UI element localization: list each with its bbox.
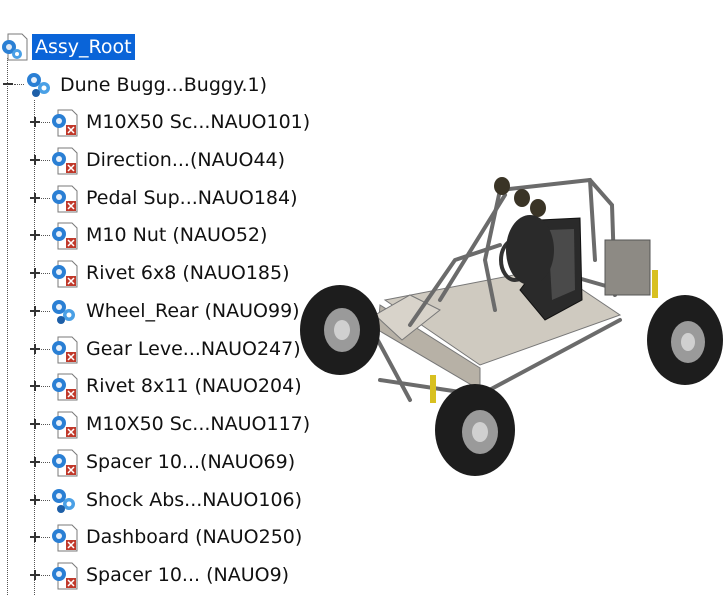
expand-toggle[interactable] <box>29 456 41 468</box>
expand-toggle[interactable] <box>29 116 41 128</box>
tree-connector-main <box>7 58 8 595</box>
part-icon <box>52 411 78 439</box>
wheel-front-right <box>435 384 515 476</box>
tree-item-label[interactable]: Spacer 10...(NAUO69) <box>86 451 296 473</box>
tree-branch <box>14 84 24 85</box>
wheel-rear-right <box>647 295 723 385</box>
tree-item-label[interactable]: Shock Abs...NAUO106) <box>86 489 303 511</box>
assembly-root-icon[interactable] <box>0 32 30 62</box>
tree-item-label[interactable]: M10 Nut (NAUO52) <box>86 224 268 246</box>
expand-toggle[interactable] <box>29 305 41 317</box>
product-icon <box>52 489 75 513</box>
part-icon <box>52 373 78 401</box>
tree-item-label[interactable]: Wheel_Rear (NAUO99) <box>86 300 300 322</box>
assembly-node-label[interactable]: Dune Bugg...Buggy.1) <box>60 74 268 96</box>
expand-toggle[interactable] <box>29 229 41 241</box>
wheel-rear-left <box>506 215 554 285</box>
tree-item-label[interactable]: M10X50 Sc...NAUO117) <box>86 413 311 435</box>
part-icon <box>52 109 78 137</box>
roof-lights <box>494 177 546 217</box>
part-icon <box>52 185 78 213</box>
tree-branch <box>41 424 50 425</box>
shock-front <box>430 375 436 403</box>
tree-branch <box>41 537 50 538</box>
tree-branch <box>41 235 50 236</box>
specification-tree: Assy_Root Dune Bugg...Buggy.1) M10X50 Sc… <box>0 0 340 595</box>
part-icon <box>52 336 78 364</box>
tree-branch <box>41 160 50 161</box>
seat-highlight <box>548 229 575 300</box>
tree-item-label[interactable]: Rivet 6x8 (NAUO185) <box>86 262 290 284</box>
tree-item-label[interactable]: Pedal Sup...NAUO184) <box>86 187 298 209</box>
expand-toggle[interactable] <box>29 343 41 355</box>
tree-branch <box>41 273 50 274</box>
tree-item-label[interactable]: M10X50 Sc...NAUO101) <box>86 111 311 133</box>
tree-branch <box>41 575 50 576</box>
part-icon <box>52 524 78 552</box>
tree-item-label[interactable]: Dashboard (NAUO250) <box>86 526 303 548</box>
tree-item-label[interactable]: Spacer 10... (NAUO9) <box>86 564 290 586</box>
expand-toggle[interactable] <box>29 154 41 166</box>
tree-branch <box>41 500 50 501</box>
tree-item-label[interactable]: Direction...(NAUO44) <box>86 149 286 171</box>
expand-toggle[interactable] <box>29 494 41 506</box>
expand-toggle[interactable] <box>29 418 41 430</box>
part-icon <box>52 260 78 288</box>
expand-toggle[interactable] <box>29 380 41 392</box>
expand-toggle[interactable] <box>29 531 41 543</box>
part-icon <box>52 222 78 250</box>
part-icon <box>52 147 78 175</box>
engine <box>604 239 651 296</box>
wheel-front-left <box>300 285 380 375</box>
product-icon <box>52 300 75 324</box>
tree-branch <box>41 462 50 463</box>
tree-branch <box>41 198 50 199</box>
tree-branch <box>41 386 50 387</box>
shock-rear <box>652 270 658 298</box>
tree-item-label[interactable]: Rivet 8x11 (NAUO204) <box>86 375 302 397</box>
expand-toggle[interactable] <box>29 569 41 581</box>
tree-branch <box>41 349 50 350</box>
tree-branch <box>41 122 50 123</box>
collapse-toggle[interactable] <box>2 78 14 90</box>
product-icon[interactable] <box>24 70 54 100</box>
dune-buggy-3d-model[interactable] <box>290 150 728 480</box>
expand-toggle[interactable] <box>29 267 41 279</box>
part-icon <box>52 562 78 590</box>
tree-root-label[interactable]: Assy_Root <box>32 34 135 60</box>
part-icon <box>52 449 78 477</box>
tree-item-label[interactable]: Gear Leve...NAUO247) <box>86 338 301 360</box>
tree-branch <box>41 311 50 312</box>
expand-toggle[interactable] <box>29 192 41 204</box>
